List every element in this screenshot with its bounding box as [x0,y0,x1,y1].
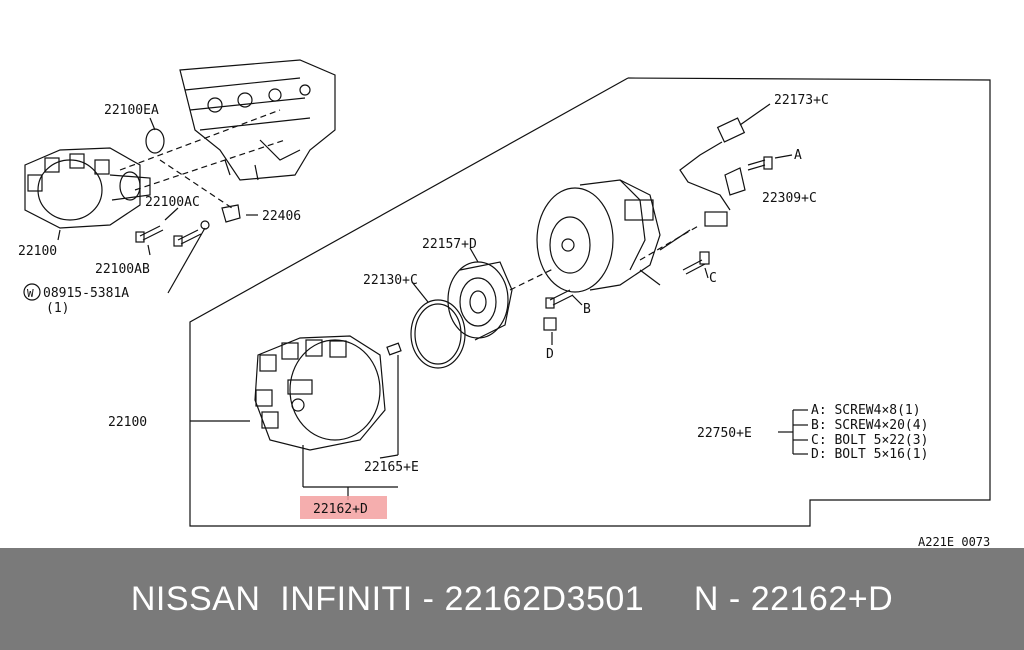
highlight-22162d [300,496,387,519]
o-ring-22100ea [145,128,165,154]
ref-a-top: A [794,148,802,163]
callout-washer-part: 08915-5381A [43,286,129,301]
footer-text: NISSAN INFINITI - 22162D3501 N - 22162+D [130,580,894,618]
screw-b [545,289,583,309]
distributor-housing [536,179,691,293]
callout-22750e: 22750+E [697,426,752,441]
alignment-lines [119,109,701,291]
kit-item-c: C: BOLT 5×22(3) [811,433,928,448]
rotor-plate-22157 [447,247,513,341]
washer-symbol: W [27,287,34,300]
bolt-d [543,317,557,345]
callout-22100ac: 22100AC [145,195,200,210]
callout-22130c: 22130+C [363,273,418,288]
leader-lines-top [57,117,258,294]
bolt-c [682,251,710,279]
exploded-parts-diagram: 22100EA 22100 22100AC 22406 22100AB W 08… [18,59,991,549]
callout-22165e: 22165+E [364,460,419,475]
kit-item-d: D: BOLT 5×16(1) [811,447,928,462]
bracket-22309 [724,167,746,196]
callout-22100: 22100 [18,244,57,259]
washer-symbol-circle [23,283,41,301]
callout-22173c: 22173+C [774,93,829,108]
ref-d: D [546,347,554,362]
callout-22309c: 22309+C [762,191,817,206]
clamp-22406 [221,204,241,223]
part-number-footer: NISSAN INFINITI - 22162D3501 N - 22162+D [0,548,1024,650]
kit-item-b: B: SCREW4×20(4) [811,418,928,433]
bolts-22100ab [135,220,210,247]
seal-22130 [410,281,466,369]
callout-22100-main: 22100 [108,415,147,430]
figure-code: A221E 0073 [918,535,990,548]
callout-22100ea: 22100EA [104,103,159,118]
ref-c: C [709,271,717,286]
engine-block-drawing [179,59,336,181]
kit-item-a: A: SCREW4×8(1) [811,403,921,418]
kit-bracket-22750 [778,409,808,455]
distributor-assembly-small [24,147,151,229]
detail-frame [189,77,991,527]
distributor-cap-main [190,335,386,451]
pin-22165 [379,342,402,459]
ref-b: B [583,302,591,317]
callout-22100ab: 22100AB [95,262,150,277]
screw-a [747,154,793,171]
callout-22162d: 22162+D [313,502,368,517]
callout-22157d: 22157+D [422,237,477,252]
callout-washer-qty: (1) [46,301,69,316]
sensor-harness-22173 [679,103,771,227]
callout-22406: 22406 [262,209,301,224]
